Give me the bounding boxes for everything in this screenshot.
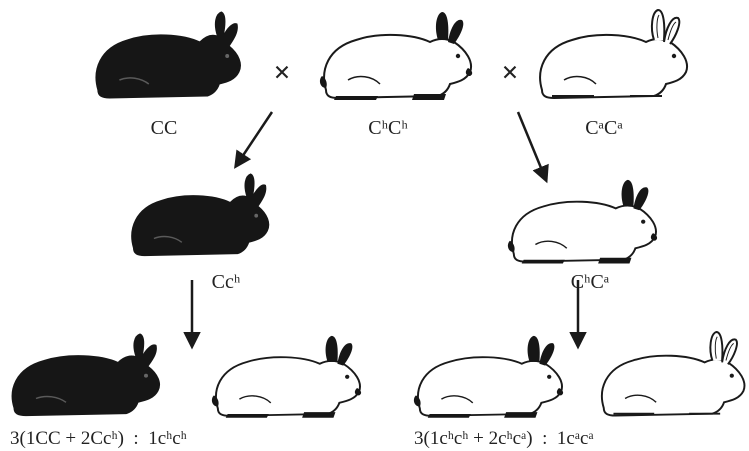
rabbit-f2-black [12, 334, 159, 416]
label-parent-himalayan: CʰCʰ [368, 117, 408, 139]
label-parent-black: CC [151, 117, 178, 139]
rabbit-f2-himalayan-left [212, 336, 361, 418]
rabbit-f2-albino [602, 332, 745, 416]
rabbit-f2-himalayan-right [414, 336, 563, 418]
rabbit-f1-himalayan [508, 180, 657, 264]
label-ratio-left: 3(1CC + 2Ccʰ) : 1cʰcʰ [10, 428, 187, 449]
arrow-parents-to-f1-black [236, 112, 272, 166]
rabbit-f1-black [132, 174, 269, 256]
label-f1-black: Ccʰ [212, 271, 241, 293]
rabbit-parent-himalayan [320, 12, 472, 100]
rabbit-parent-albino [540, 10, 687, 98]
cross-symbol-left: × [273, 56, 290, 89]
arrow-parents-to-f1-himalayan [518, 112, 546, 180]
cross-symbol-right: × [501, 56, 518, 89]
label-f1-himalayan: CʰCᵃ [571, 271, 610, 293]
label-ratio-right: 3(1cʰcʰ + 2cʰcᵃ) : 1cᵃcᵃ [414, 428, 594, 449]
rabbit-parent-black [96, 12, 240, 98]
label-parent-albino: CᵃCᵃ [585, 117, 623, 139]
